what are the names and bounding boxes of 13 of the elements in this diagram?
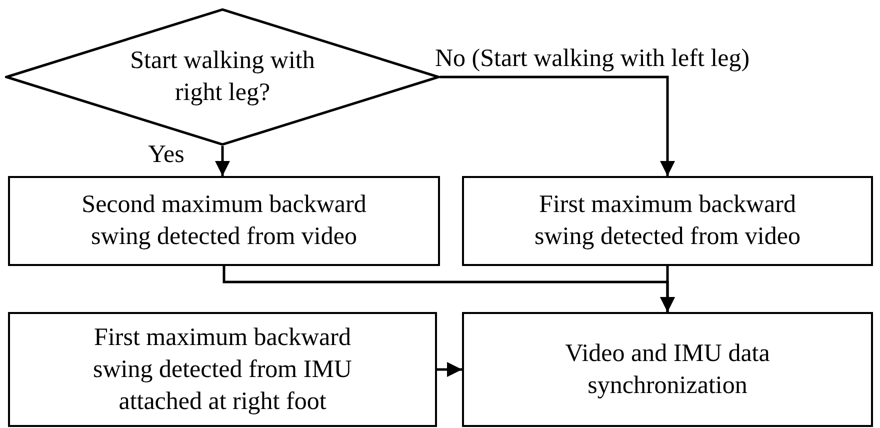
- process-box: [462, 176, 873, 266]
- arrow: [660, 266, 675, 312]
- node-text: First maximum backward swing detected from IMU attached at right foot: [92, 322, 353, 416]
- arrow: [215, 146, 230, 176]
- node-text: Start walking with right leg?: [129, 46, 316, 108]
- process-box: [8, 176, 440, 266]
- process-box: [8, 312, 437, 427]
- arrow: [440, 76, 675, 176]
- arrow: [437, 362, 462, 377]
- node-text: Second maximum backward swing detected from video: [80, 190, 368, 252]
- process-box: [462, 312, 873, 427]
- node-text: Video and IMU data synchronization: [564, 338, 771, 400]
- node-text: First maximum backward swing detected from video: [534, 190, 802, 252]
